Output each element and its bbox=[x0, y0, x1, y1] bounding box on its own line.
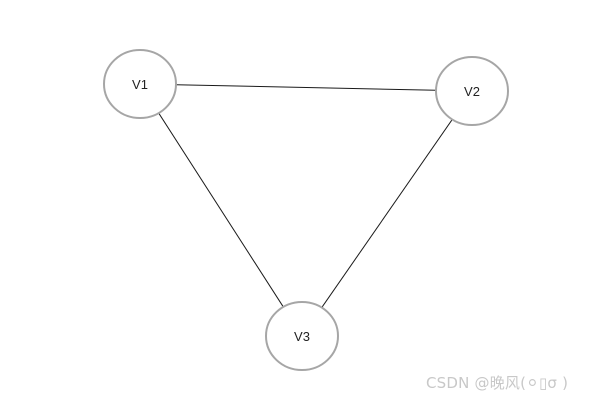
node-circle bbox=[265, 301, 339, 371]
node-label: V1 bbox=[132, 77, 148, 92]
edge-v1-v3 bbox=[158, 112, 284, 308]
edge-v2-v3 bbox=[321, 119, 453, 308]
node-circle bbox=[435, 56, 509, 126]
edges-layer bbox=[158, 84, 453, 308]
node-circle bbox=[103, 49, 177, 119]
node-v3: V3 bbox=[265, 301, 339, 371]
node-label: V3 bbox=[294, 329, 310, 344]
node-label: V2 bbox=[464, 84, 480, 99]
node-v2: V2 bbox=[435, 56, 509, 126]
node-v1: V1 bbox=[103, 49, 177, 119]
watermark-text: CSDN @晚风(⚪▯σ ) bbox=[426, 374, 569, 392]
edge-v1-v2 bbox=[175, 84, 437, 91]
